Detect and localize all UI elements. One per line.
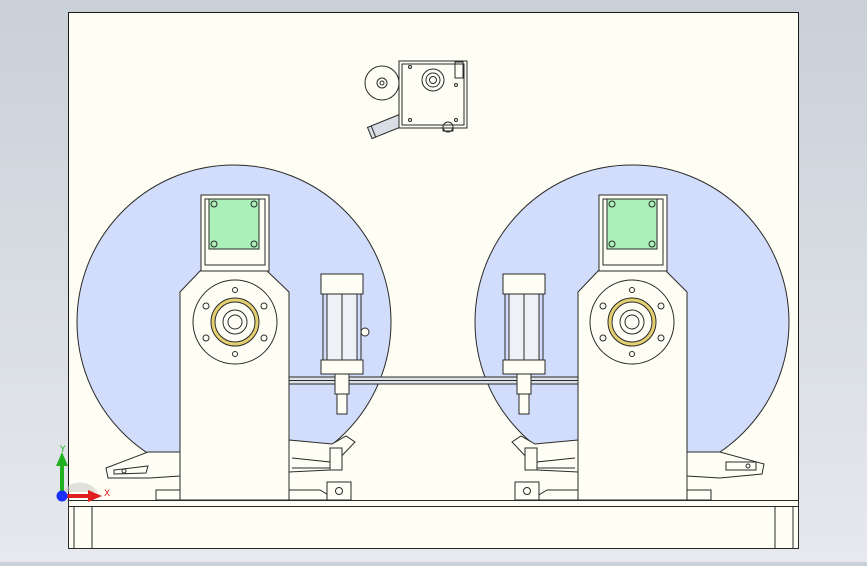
right-pivot-block (514, 481, 540, 501)
base-frame (68, 500, 799, 549)
top-idler-roller (364, 65, 400, 101)
coordinate-triad: Y X (56, 445, 110, 502)
y-axis-label: Y (59, 445, 66, 455)
left-dancer-bracket (288, 435, 356, 473)
left-pneumatic-cylinder (320, 273, 370, 415)
left-unwind-unit[interactable] (76, 164, 392, 501)
left-pivot-block (326, 481, 352, 501)
x-axis-label: X (104, 489, 110, 499)
top-bracket-bore (421, 68, 445, 92)
top-roller-assembly[interactable] (364, 60, 468, 140)
origin-dot-icon (56, 490, 68, 502)
x-axis-arrow-icon (88, 490, 102, 502)
left-green-block (208, 198, 260, 250)
right-green-block (606, 198, 658, 250)
right-pneumatic-cylinder (502, 273, 546, 415)
top-bracket-plate (398, 60, 468, 129)
right-dancer-bracket (511, 435, 579, 473)
y-axis-arrow-icon (56, 452, 68, 466)
